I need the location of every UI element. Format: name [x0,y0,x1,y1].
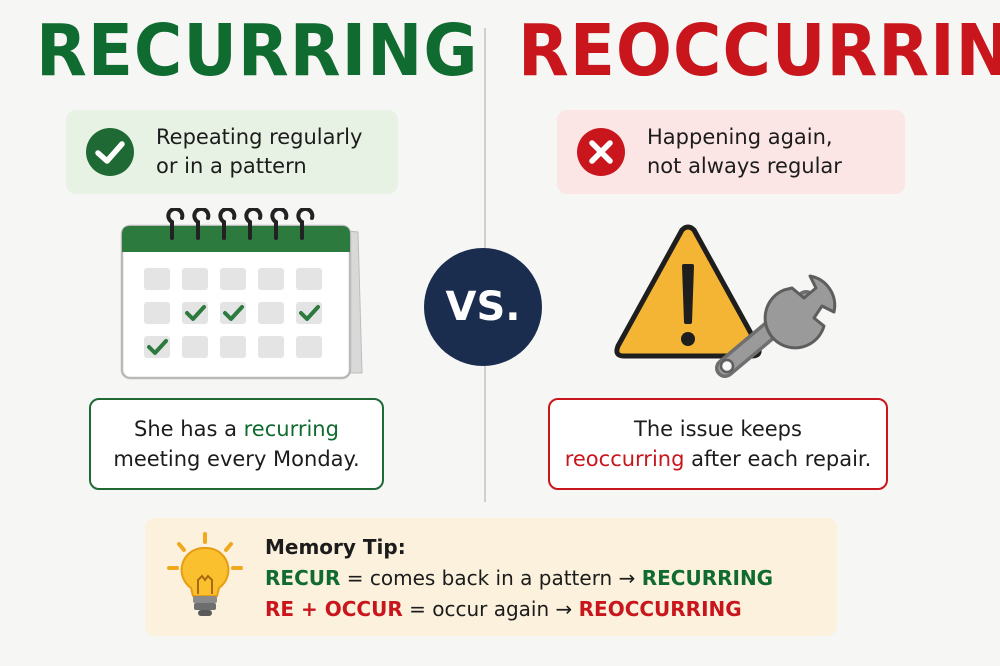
reoccurring-definition-box: Happening again, not always regular [557,110,905,194]
recurring-example-line2: meeting every Monday. [113,447,360,471]
reoccurring-example-line2: reoccurring after each repair. [550,444,886,474]
memory-tip-line2-text: = occur again → [402,597,579,621]
recurring-definition-line2: or in a pattern [156,154,307,178]
memory-tip-line1-term: RECUR [265,566,341,590]
memory-tip-line1-result: RECURRING [641,566,774,590]
memory-tip-line2-result: REOCCURRING [578,597,742,621]
memory-tip-line2-term: RE + OCCUR [265,597,403,621]
reoccurring-title: REOCCURRING [518,8,1000,93]
recurring-example-line1: She has a recurring [91,414,382,444]
x-mark-icon [577,128,625,176]
reoccurring-definition-line2: not always regular [647,154,842,178]
memory-tip-heading: Memory Tip: [265,535,406,559]
recurring-definition-box: Repeating regularly or in a pattern [66,110,398,194]
recurring-example-keyword: recurring [243,417,339,441]
calendar-icon [120,208,363,380]
reoccurring-example-keyword: reoccurring [564,447,685,471]
memory-tip-line2: RE + OCCUR = occur again → REOCCURRING [265,594,773,625]
reoccurring-definition-line1: Happening again, [647,125,833,149]
reoccurring-example-line1: The issue keeps [634,417,802,441]
vs-badge: VS. [424,248,542,366]
recurring-definition: Repeating regularly or in a pattern [156,123,362,181]
reoccurring-definition: Happening again, not always regular [647,123,842,181]
warning-icon [614,224,837,378]
memory-tip-line1-text: = comes back in a pattern → [340,566,642,590]
reoccurring-example-box: The issue keeps reoccurring after each r… [548,398,888,490]
recurring-title: RECURRING [36,8,479,93]
lightbulb-icon [167,532,243,616]
memory-tip-content: Memory Tip: RECUR = comes back in a patt… [265,532,773,625]
memory-tip-line1: RECUR = comes back in a pattern → RECURR… [265,563,773,594]
recurring-definition-line1: Repeating regularly [156,125,363,149]
recurring-example-box: She has a recurring meeting every Monday… [89,398,384,490]
checkmark-icon [86,128,134,176]
reoccurring-example-suffix: after each repair. [684,447,872,471]
memory-tip-box: Memory Tip: RECUR = comes back in a patt… [145,518,837,636]
recurring-example-prefix: She has a [134,417,244,441]
wrench-icon [715,274,837,378]
